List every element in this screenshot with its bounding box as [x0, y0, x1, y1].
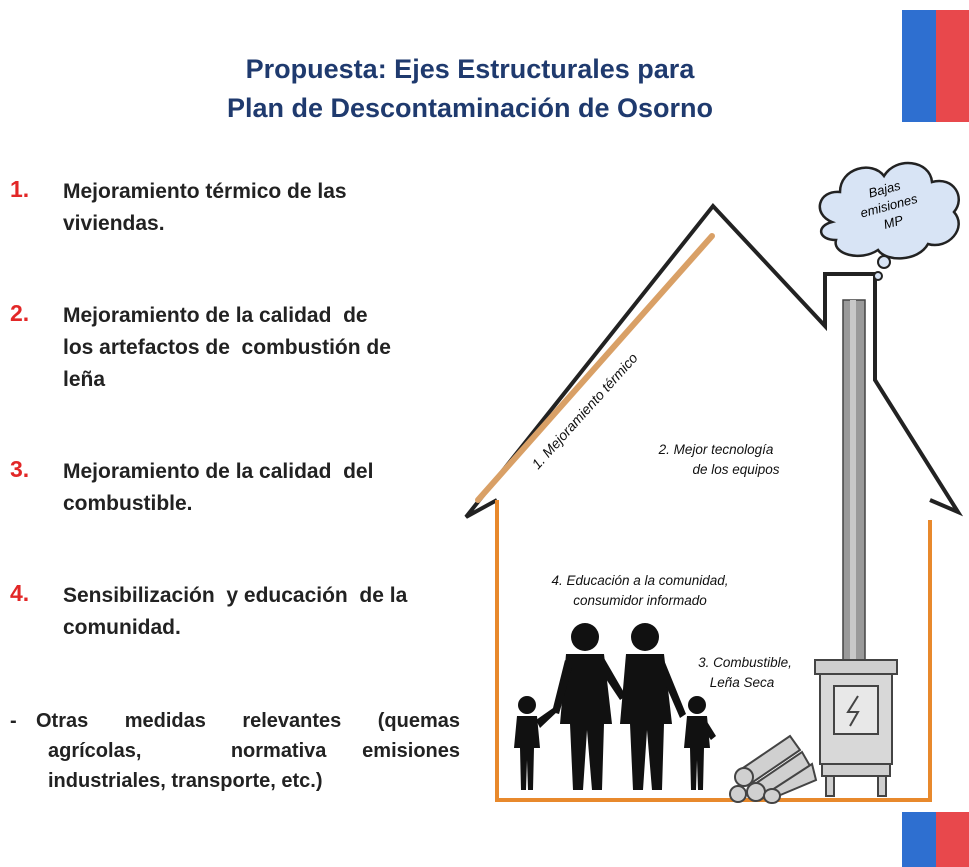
item-line: Sensibilización y educación de la	[63, 584, 408, 607]
item-line: Mejoramiento de la calidad de	[63, 304, 368, 327]
house-outline	[464, 202, 964, 519]
item-line: Mejoramiento de la calidad del	[63, 460, 374, 483]
item-line: comunidad.	[63, 616, 181, 639]
tech-label-line-1: 2. Mejor tecnología	[658, 442, 774, 457]
title-line-1: Propuesta: Ejes Estructurales para	[245, 54, 695, 84]
item-line: los artefactos de combustión de	[63, 336, 391, 359]
tech-label-line-2: de los equipos	[692, 462, 779, 477]
family-icon	[514, 623, 716, 790]
roof-insulation-line	[475, 233, 715, 503]
item-line: leña	[63, 368, 106, 391]
other-line: Otras medidas relevantes (quemas	[36, 710, 460, 732]
item-number: 1.	[10, 176, 30, 202]
other-line: industriales, transporte, etc.)	[48, 770, 323, 792]
item-text: Mejoramiento de la calidad de los artefa…	[63, 300, 450, 396]
education-label-line-2: consumidor informado	[573, 593, 707, 608]
stove-icon	[814, 659, 898, 797]
item-number: 2.	[10, 300, 30, 326]
other-measures-text: Otras medidas relevantes (quemas agrícol…	[36, 706, 460, 796]
item-number: 4.	[10, 580, 30, 606]
fuel-label-line-2: Leña Seca	[710, 675, 775, 690]
item-text: Sensibilización y educación de la comuni…	[63, 580, 450, 644]
other-line: agrícolas, normativa emisiones	[48, 740, 460, 762]
emissions-cloud: Bajas emisiones MP	[818, 161, 960, 281]
flag-decoration-top	[902, 10, 969, 122]
fuel-label-line-1: 3. Combustible,	[698, 655, 792, 670]
flag-decoration-bottom	[902, 812, 969, 867]
dash-bullet: -	[10, 710, 17, 732]
item-line: combustible.	[63, 492, 193, 515]
item-number: 3.	[10, 456, 30, 482]
item-text: Mejoramiento térmico de las viviendas.	[63, 176, 450, 240]
title-line-2: Plan de Descontaminación de Osorno	[226, 93, 714, 123]
cloud-line-3: MP	[882, 212, 905, 232]
page-title: Propuesta: Ejes Estructurales para Plan …	[140, 50, 800, 128]
item-text: Mejoramiento de la calidad del combustib…	[63, 456, 450, 520]
item-line: viviendas.	[63, 212, 165, 235]
firewood-icon	[729, 734, 818, 804]
education-label-line-1: 4. Educación a la comunidad,	[551, 573, 728, 588]
item-line: Mejoramiento térmico de las	[63, 180, 347, 203]
